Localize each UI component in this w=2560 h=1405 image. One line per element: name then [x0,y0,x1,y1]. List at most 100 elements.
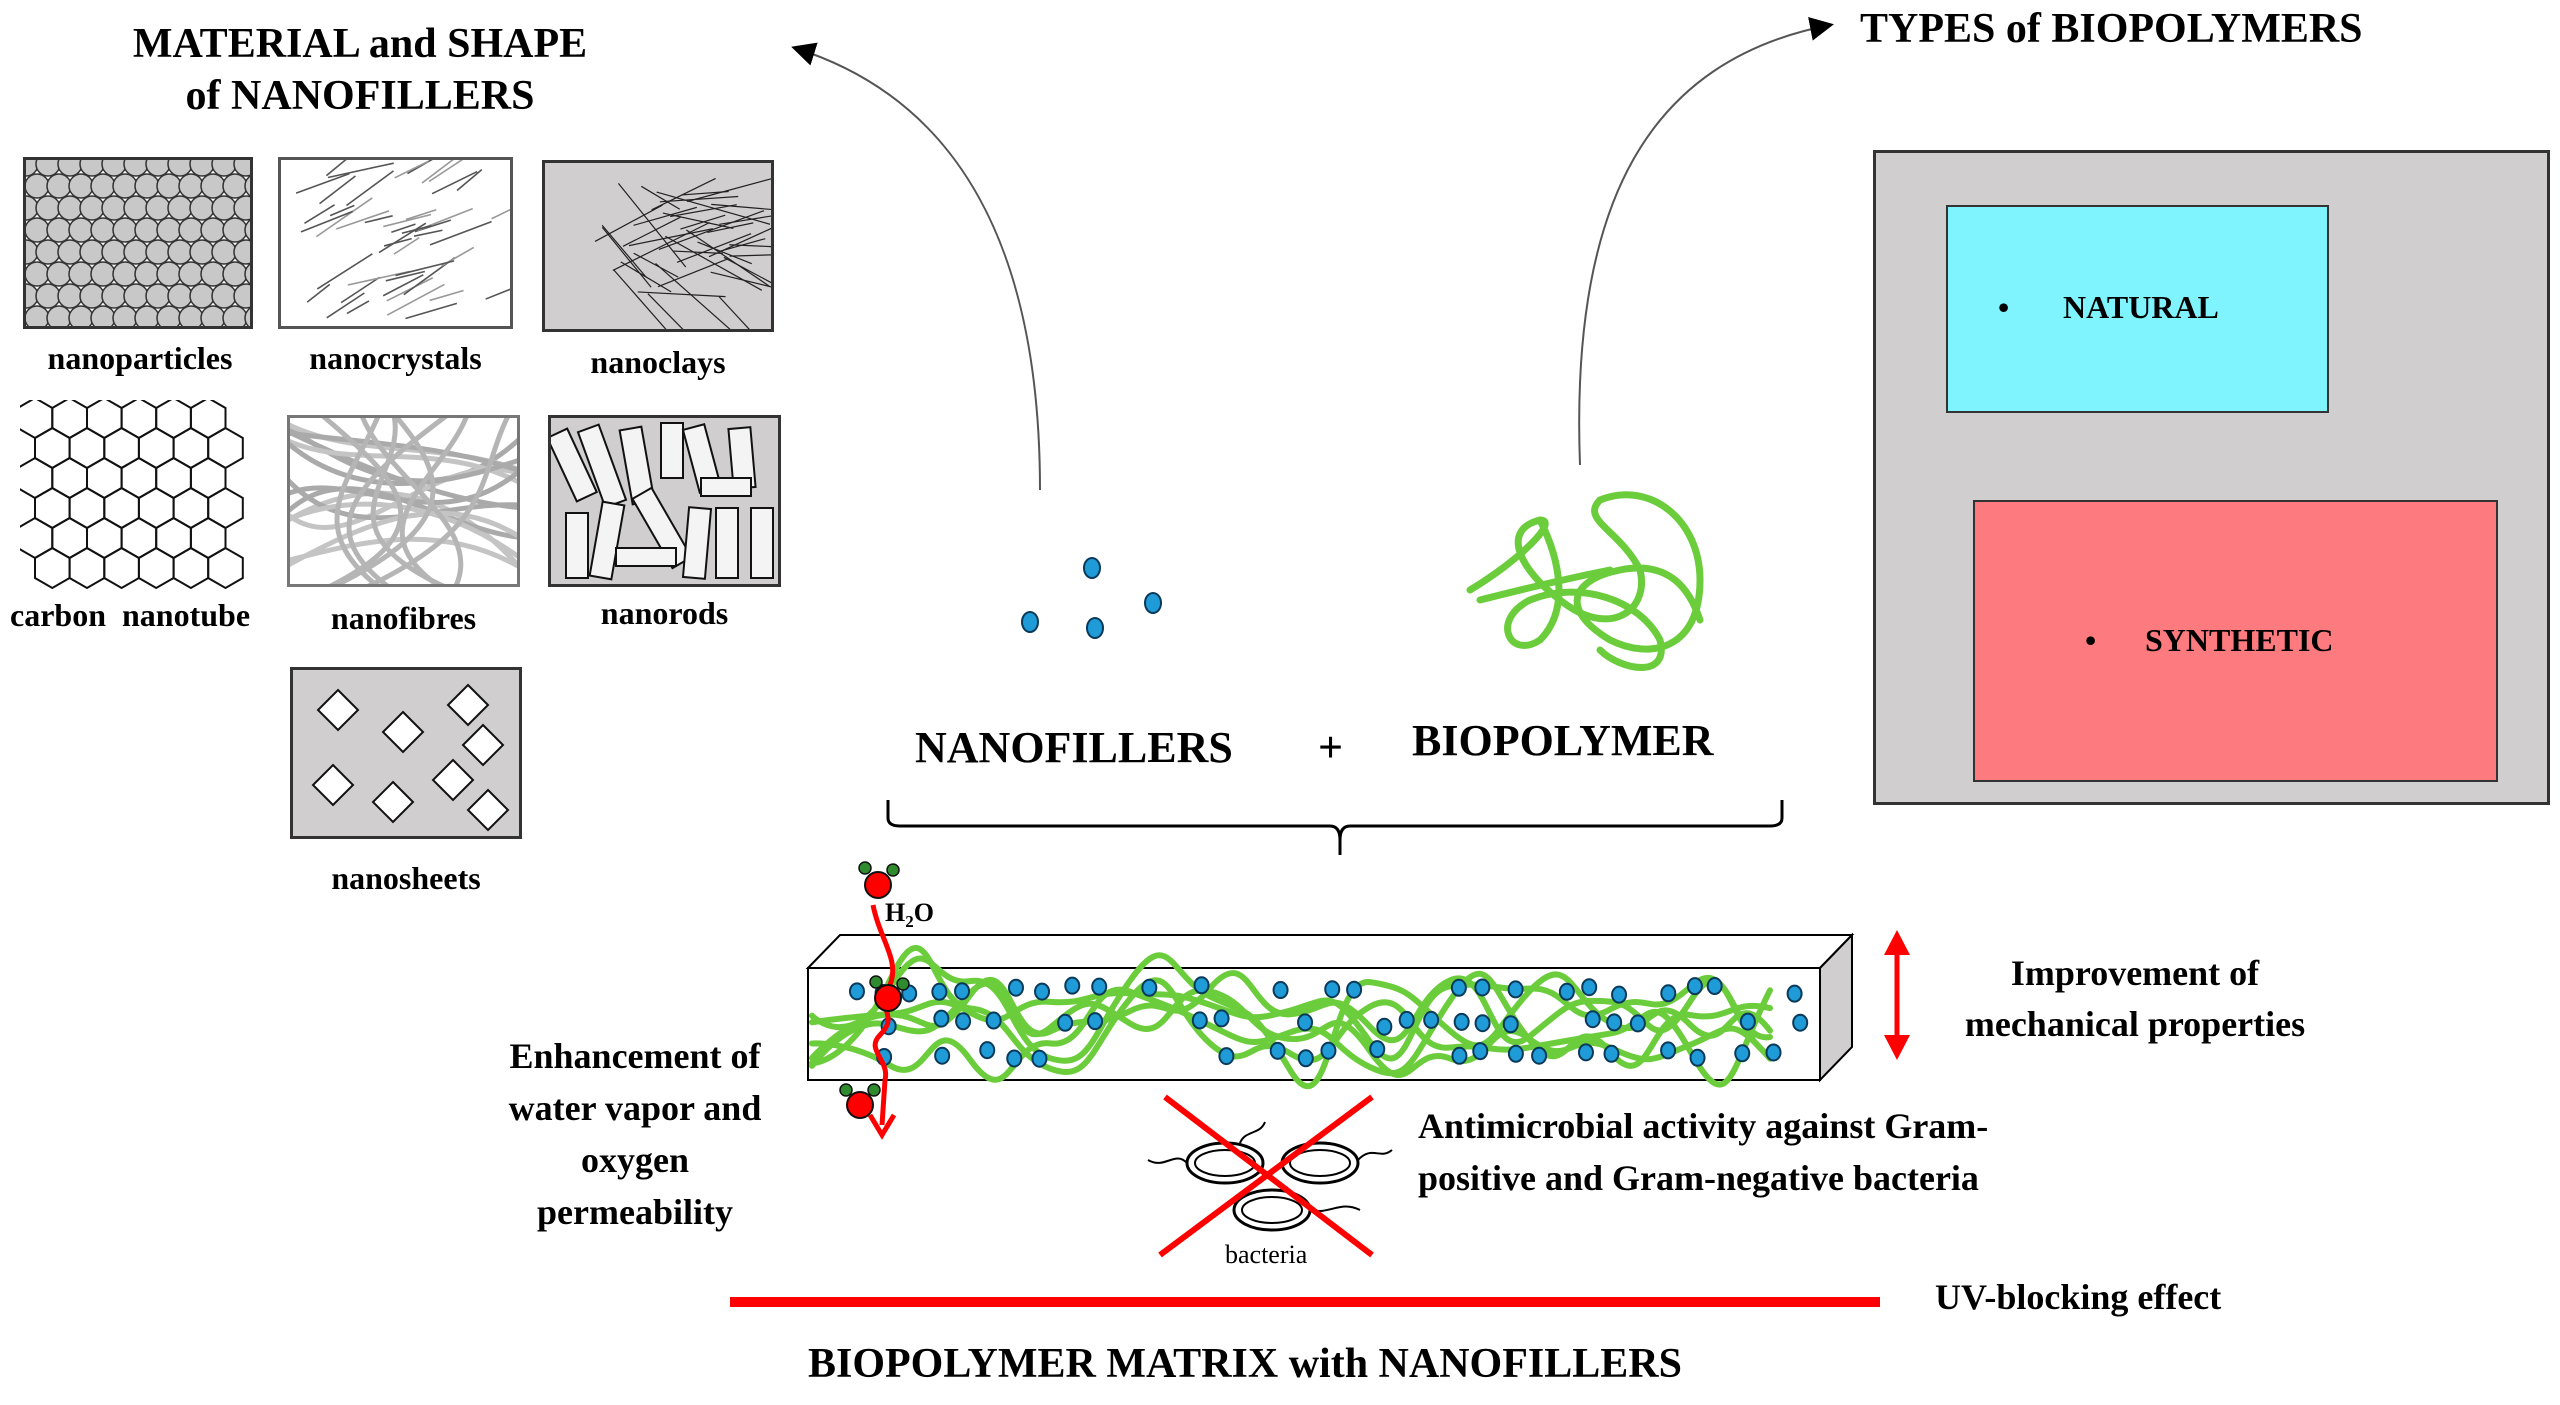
nanoparticle [244,175,250,197]
filler-particle [1450,978,1467,997]
nanocrystal [364,215,393,224]
nanoclay-platelet [613,269,667,329]
nanosheet [461,723,505,767]
nanosheet [316,688,360,732]
nanorod [588,500,626,581]
nanoclay-platelet [708,227,771,258]
filler-particle [985,1011,1002,1030]
nanosheet [446,683,490,727]
nanoclay-platelet [687,178,771,203]
biopolymer-tangle [1466,491,1704,671]
nanocrystal [378,222,427,254]
nanocrystal [386,283,445,316]
nanosheets-tile [290,667,522,839]
bar-filler-dots [848,976,1809,1068]
nanosheet [381,710,425,754]
filler-particle [1091,977,1108,996]
nanoclay-platelet [672,250,723,254]
filler-particle [1734,1044,1751,1063]
nanocrystals-tile [278,157,513,329]
label-nanorods: nanorods [600,595,729,631]
nanoclay-platelet [617,182,687,268]
nanocrystal [491,208,510,220]
filler-dot [1086,617,1104,639]
nanocrystal [383,213,432,228]
hexagon-cell [207,546,244,590]
uv-blocking-text: UV-blocking effect [1935,1277,2222,1317]
filler-particle [1502,1015,1519,1034]
filler-particle [1193,976,1210,995]
biopolymer-types-title: TYPES of BIOPOLYMERS [1860,6,2363,52]
nanocrystal [421,160,454,184]
filler-particle [1213,1009,1230,1028]
label-nanoparticles: nanoparticles [47,340,233,376]
nanoclay-platelet [594,204,663,242]
carbon-nanotube-illustration [16,396,244,590]
nanoclay-platelet [647,293,684,329]
filler-particle [1765,1043,1782,1062]
filler-particle [1423,1010,1440,1029]
nanocrystal [405,302,458,320]
nanoclay-platelet [628,228,713,247]
nanofibre [367,418,510,584]
nanocrystal [325,160,347,177]
nanocrystal [456,169,483,192]
nanocrystal [485,288,510,300]
filler-particle [1297,1013,1314,1032]
filler-particle [848,982,865,1001]
permeation-arrowhead [867,1113,897,1140]
nanocrystal [385,270,426,282]
nanocrystal [306,283,331,303]
nanoparticle [233,239,250,265]
filler-particle [954,982,971,1001]
nanoclay-platelet [657,258,729,288]
nanoparticle [244,219,250,241]
nanocrystal [335,210,390,230]
nanosheet [466,788,510,832]
nanocrystal [394,160,429,179]
bacteria-illustration [1147,1121,1393,1232]
nanocrystals-illustration [295,160,510,320]
nanoparticle [244,307,250,326]
plus-sign: + [1318,723,1344,772]
filler-particle [933,1009,950,1028]
carbon-nanotube-tile [16,396,255,590]
nanoclay-platelet [622,216,682,247]
arrow-to-nanofillers-shape [791,42,1041,491]
filler-particle [1007,978,1024,997]
nanocrystal [429,289,464,302]
biopolymer-types-box: • NATURAL • SYNTHETIC [1873,150,2550,805]
biopolymer-label: BIOPOLYMER [1412,716,1714,765]
nanoclay-platelet [720,238,766,252]
nanocrystal [382,274,424,297]
nanofibre [321,418,404,584]
filler-particle [1346,980,1363,999]
nanocrystal [315,197,373,238]
filler-particle [1603,1044,1620,1063]
filler-particle [1689,1048,1706,1067]
filler-particle [1507,980,1524,999]
filler-particle [1786,984,1803,1003]
nanorod [681,506,713,580]
nanorod [660,422,684,479]
nanocrystal [319,175,356,205]
nanofibre [346,418,448,584]
nanoclay-platelet [681,190,729,196]
bar-top-face [805,934,1855,969]
filler-particle [1507,1044,1524,1063]
filler-particle [934,1046,951,1065]
nanocrystal [300,210,354,233]
nanoclay-platelet [697,241,753,265]
nanorod [750,507,774,579]
nanosheet [311,763,355,807]
nanofibre [290,430,517,473]
natural-label: NATURAL [2063,289,2219,325]
filler-particle [1398,1010,1415,1029]
nanocrystal [395,260,455,277]
water-molecule-top [858,861,900,899]
filler-particle [1584,1010,1601,1029]
filler-particle [1629,1014,1646,1033]
water-molecule-bottom [839,1083,881,1119]
nanoclay-platelet [601,226,652,288]
